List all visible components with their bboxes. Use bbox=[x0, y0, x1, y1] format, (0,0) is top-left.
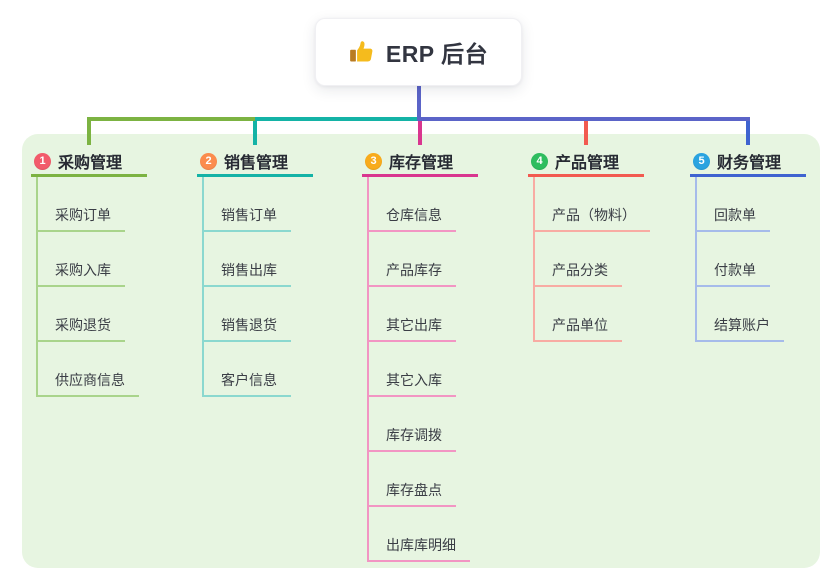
child-node[interactable]: 库存盘点 bbox=[367, 452, 456, 507]
child-label: 采购入库 bbox=[55, 262, 111, 278]
branch-children-1: 采购订单采购入库采购退货供应商信息 bbox=[31, 177, 147, 397]
child-node[interactable]: 销售出库 bbox=[202, 232, 291, 287]
child-label: 供应商信息 bbox=[55, 372, 125, 388]
connector-drop-branch4 bbox=[584, 121, 588, 145]
child-label: 库存盘点 bbox=[386, 482, 442, 498]
branch-children-3: 仓库信息产品库存其它出库其它入库库存调拨库存盘点出库库明细 bbox=[362, 177, 478, 562]
branch-column-2: 2 销售管理销售订单销售出库销售退货客户信息 bbox=[197, 148, 313, 397]
child-node[interactable]: 结算账户 bbox=[695, 287, 784, 342]
branch-badge: 5 bbox=[693, 152, 710, 170]
child-node[interactable]: 付款单 bbox=[695, 232, 770, 287]
branch-title-2[interactable]: 2 销售管理 bbox=[197, 148, 313, 177]
child-node[interactable]: 销售退货 bbox=[202, 287, 291, 342]
branch-badge: 2 bbox=[200, 152, 217, 170]
child-node[interactable]: 产品分类 bbox=[533, 232, 622, 287]
connector-h-branch1 bbox=[87, 117, 255, 121]
child-node[interactable]: 库存调拨 bbox=[367, 397, 456, 452]
branch-trunk-line bbox=[533, 177, 535, 342]
branch-label: 财务管理 bbox=[717, 155, 782, 172]
connector-h-branch2 bbox=[255, 117, 417, 121]
branch-children-5: 回款单付款单结算账户 bbox=[690, 177, 806, 342]
child-node[interactable]: 出库库明细 bbox=[367, 507, 470, 562]
mindmap-panel bbox=[22, 134, 820, 568]
child-label: 客户信息 bbox=[221, 372, 277, 388]
child-label: 仓库信息 bbox=[386, 207, 442, 223]
branch-label: 产品管理 bbox=[555, 155, 620, 172]
connector-drop-branch3 bbox=[418, 121, 422, 145]
child-node[interactable]: 采购入库 bbox=[36, 232, 125, 287]
branch-title-4[interactable]: 4 产品管理 bbox=[528, 148, 644, 177]
branch-title-1[interactable]: 1 采购管理 bbox=[31, 148, 147, 177]
child-node[interactable]: 销售订单 bbox=[202, 177, 291, 232]
child-node[interactable]: 客户信息 bbox=[202, 342, 291, 397]
child-label: 产品单位 bbox=[552, 317, 608, 333]
root-label: ERP 后台 bbox=[385, 41, 489, 67]
child-node[interactable]: 产品单位 bbox=[533, 287, 622, 342]
connector-drop-branch2 bbox=[253, 121, 257, 145]
branch-column-5: 5 财务管理回款单付款单结算账户 bbox=[690, 148, 806, 342]
child-node[interactable]: 产品（物料） bbox=[533, 177, 650, 232]
branch-children-4: 产品（物料） 产品分类产品单位 bbox=[528, 177, 650, 342]
child-node[interactable]: 其它入库 bbox=[367, 342, 456, 397]
branch-label: 库存管理 bbox=[389, 155, 454, 172]
branch-children-2: 销售订单销售出库销售退货客户信息 bbox=[197, 177, 313, 397]
child-label: 销售订单 bbox=[221, 207, 277, 223]
connector-h-right bbox=[417, 117, 750, 121]
branch-trunk-line bbox=[202, 177, 204, 397]
child-node[interactable]: 采购订单 bbox=[36, 177, 125, 232]
child-label: 其它入库 bbox=[386, 372, 442, 388]
child-label: 结算账户 bbox=[714, 317, 770, 333]
child-label: 销售出库 bbox=[221, 262, 277, 278]
child-node[interactable]: 仓库信息 bbox=[367, 177, 456, 232]
child-label: 采购订单 bbox=[55, 207, 111, 223]
child-label: 付款单 bbox=[714, 262, 756, 278]
branch-trunk-line bbox=[36, 177, 38, 397]
branch-trunk-line bbox=[367, 177, 369, 562]
child-node[interactable]: 回款单 bbox=[695, 177, 770, 232]
child-node[interactable]: 供应商信息 bbox=[36, 342, 139, 397]
branch-column-4: 4 产品管理产品（物料） 产品分类产品单位 bbox=[528, 148, 650, 342]
child-label: 产品分类 bbox=[552, 262, 608, 278]
branch-badge: 3 bbox=[365, 152, 382, 170]
root-node[interactable]: ERP 后台 bbox=[315, 18, 522, 86]
branch-title-3[interactable]: 3 库存管理 bbox=[362, 148, 478, 177]
child-label: 销售退货 bbox=[221, 317, 277, 333]
branch-trunk-line bbox=[695, 177, 697, 342]
child-label: 其它出库 bbox=[386, 317, 442, 333]
branch-title-5[interactable]: 5 财务管理 bbox=[690, 148, 806, 177]
branch-column-3: 3 库存管理仓库信息产品库存其它出库其它入库库存调拨库存盘点出库库明细 bbox=[362, 148, 478, 562]
child-label: 出库库明细 bbox=[386, 537, 456, 553]
child-node[interactable]: 产品库存 bbox=[367, 232, 456, 287]
child-node[interactable]: 采购退货 bbox=[36, 287, 125, 342]
connector-drop-branch5 bbox=[746, 117, 750, 145]
branch-label: 销售管理 bbox=[224, 155, 289, 172]
branch-column-1: 1 采购管理采购订单采购入库采购退货供应商信息 bbox=[31, 148, 147, 397]
child-label: 采购退货 bbox=[55, 317, 111, 333]
connector-drop-branch1 bbox=[87, 117, 91, 145]
branch-badge: 1 bbox=[34, 152, 51, 170]
child-label: 回款单 bbox=[714, 207, 756, 223]
child-label: 产品库存 bbox=[386, 262, 442, 278]
thumbs-up-icon bbox=[349, 39, 376, 66]
branch-badge: 4 bbox=[531, 152, 548, 170]
child-node[interactable]: 其它出库 bbox=[367, 287, 456, 342]
connector-root-trunk bbox=[417, 84, 421, 121]
branch-label: 采购管理 bbox=[58, 155, 123, 172]
child-label: 库存调拨 bbox=[386, 427, 442, 443]
child-label: 产品（物料） bbox=[552, 207, 636, 223]
